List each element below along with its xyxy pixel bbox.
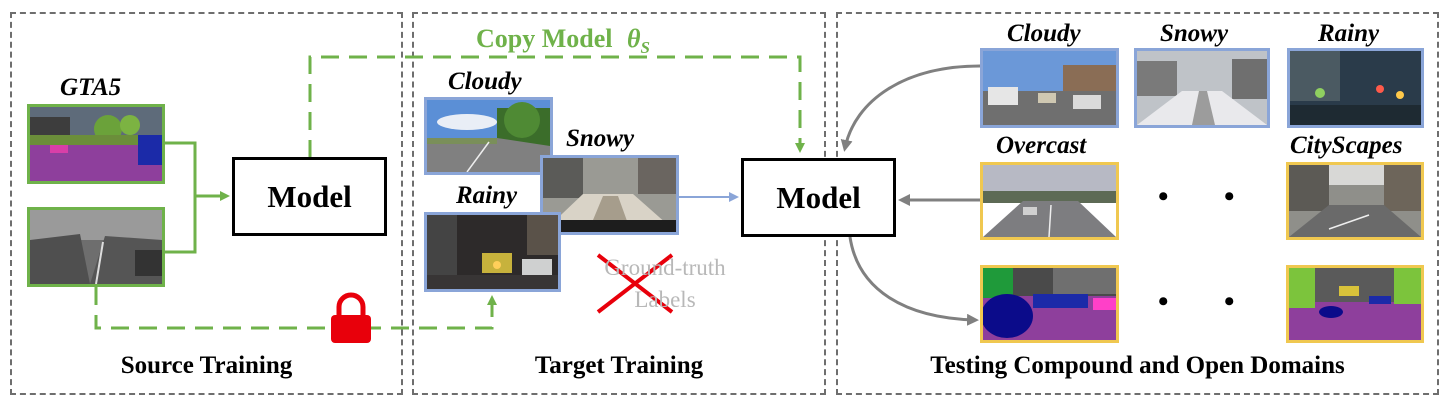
target-rainy-image (424, 212, 561, 292)
ground-truth-line2: Labels (634, 287, 696, 312)
target-model-box: Model (741, 158, 896, 237)
test-cityscapes-image (1286, 162, 1424, 240)
source-merge-line (165, 141, 197, 254)
theta-subscript: S (640, 38, 650, 58)
pseudo-label-path (94, 287, 497, 330)
target-rainy-label: Rainy (456, 182, 518, 209)
test-cloudy-image (980, 48, 1119, 128)
test-snowy-image (1134, 48, 1270, 128)
source-training-title: Source Training (120, 352, 293, 379)
test-snowy-label: Snowy (1160, 20, 1229, 47)
model-to-segmentation-arrow (848, 236, 979, 326)
target-snowy-image (540, 155, 679, 235)
copy-model-label: Copy Model θS (476, 24, 650, 58)
copy-model-text: Copy Model (476, 24, 613, 53)
source-model-box: Model (232, 157, 387, 236)
target-training-title: Target Training (534, 352, 704, 379)
source-training-panel (10, 12, 403, 395)
gta5-label: GTA5 (60, 74, 122, 101)
copy-model-path (308, 55, 805, 158)
ground-truth-labels-text: Ground-truth Labels (570, 252, 760, 316)
ground-truth-line1: Ground-truth (604, 255, 726, 280)
target-snowy-label: Snowy (566, 125, 635, 152)
gta5-image-1 (27, 104, 165, 184)
test-overcast-image (980, 162, 1119, 240)
test-rainy-image (1287, 48, 1424, 128)
segmentation-image-2 (1286, 265, 1424, 343)
testing-title: Testing Compound and Open Domains (930, 352, 1345, 379)
lock-icon (331, 292, 371, 343)
target-cloudy-image (424, 97, 553, 175)
gta5-image-2 (27, 207, 165, 287)
segmentation-image-1 (980, 265, 1119, 343)
test-cloudy-label: Cloudy (1007, 20, 1081, 47)
test-cityscapes-label: CityScapes (1290, 132, 1403, 159)
target-cloudy-label: Cloudy (448, 68, 522, 95)
test-rainy-label: Rainy (1318, 20, 1380, 47)
test-ellipsis-row2: • • • (1158, 285, 1325, 318)
test-ellipsis-row1: • • • (1158, 180, 1325, 213)
compound-to-model-arrow (840, 64, 981, 152)
theta-symbol: θ (627, 24, 641, 53)
cross-icon (596, 253, 674, 314)
test-overcast-label: Overcast (996, 132, 1087, 159)
